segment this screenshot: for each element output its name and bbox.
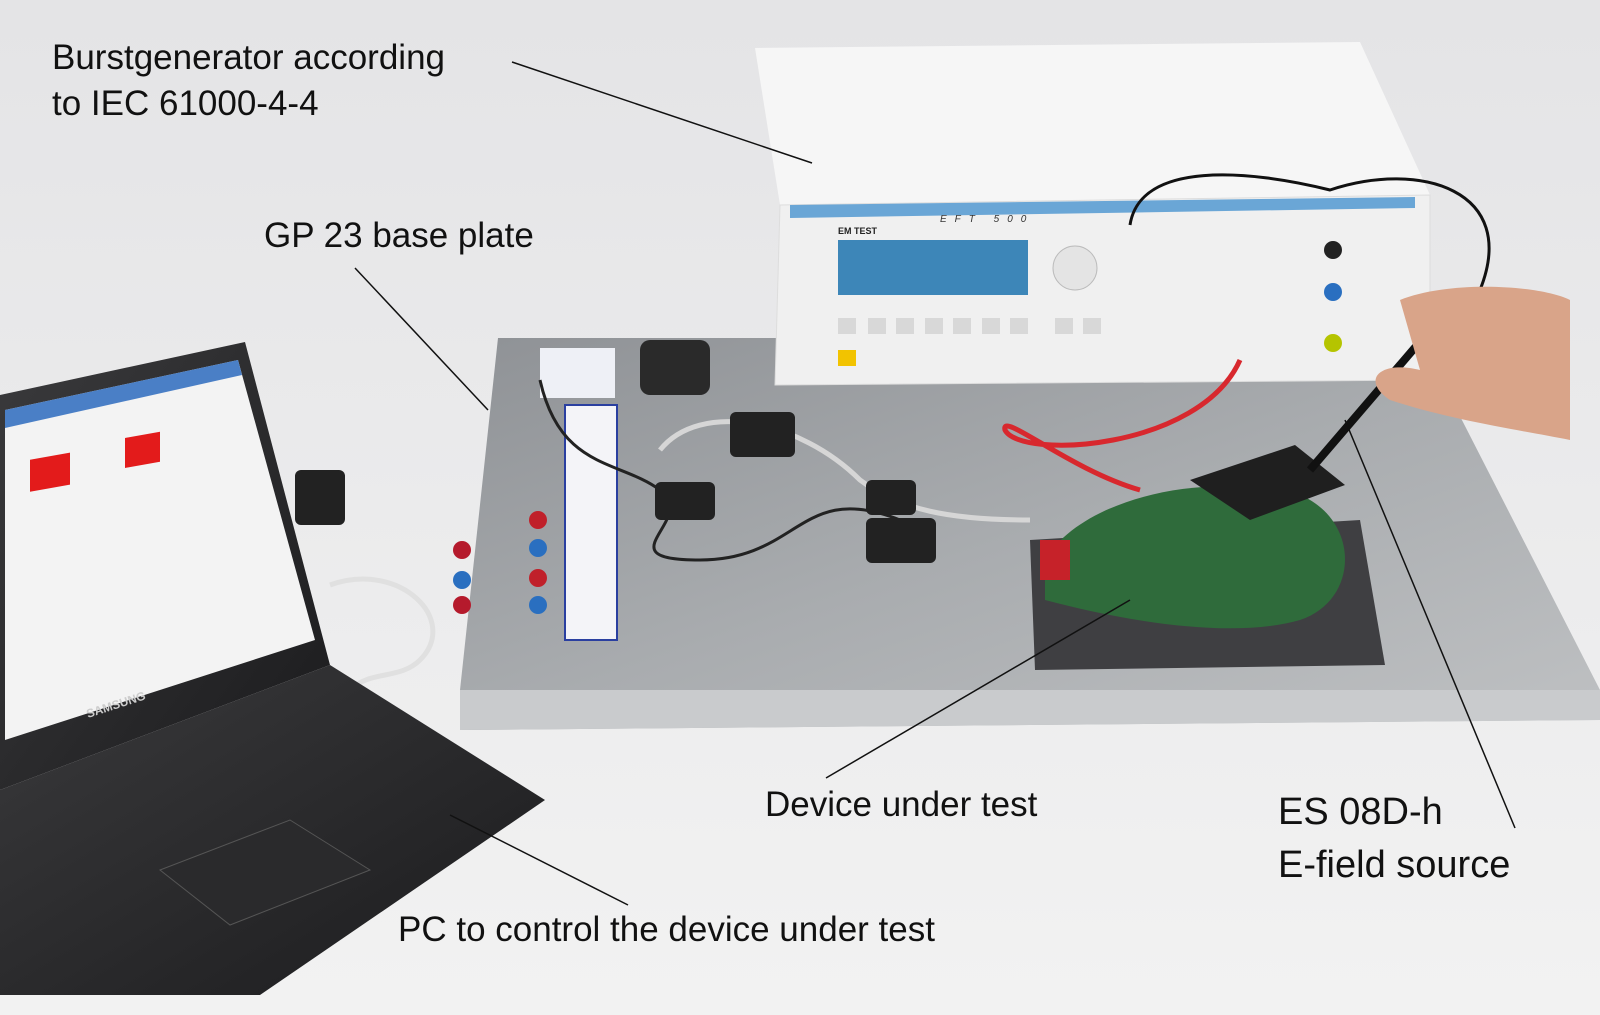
label-base-plate: GP 23 base plate xyxy=(264,216,534,255)
label-line: Burstgenerator according xyxy=(52,38,445,77)
callout-lines xyxy=(354,61,1516,906)
label-burstgenerator: Burstgenerator according to IEC 61000-4-… xyxy=(52,35,445,127)
laptop: SAMSUNG xyxy=(0,342,545,995)
label-line: to IEC 61000-4-4 xyxy=(52,84,319,123)
label-line: ES 08D-h xyxy=(1278,791,1443,833)
e-field-source xyxy=(1306,286,1570,473)
callout-line-dut xyxy=(825,599,1131,779)
label-device-under-test: Device under test xyxy=(765,785,1038,824)
label-line: E-field source xyxy=(1278,844,1511,886)
device-under-test xyxy=(1030,445,1385,670)
burst-generator: EM TEST EFT 500 xyxy=(755,42,1431,386)
label-e-field-source: ES 08D-h E-field source xyxy=(1278,786,1510,892)
label-pc: PC to control the device under test xyxy=(398,910,935,949)
generator-model: EFT 500 xyxy=(940,214,1034,225)
cables xyxy=(329,173,1491,692)
connectors xyxy=(453,511,547,614)
generator-brand: EM TEST xyxy=(838,226,878,236)
callout-line-pc xyxy=(449,814,629,906)
ferrite-clamps xyxy=(295,412,936,563)
callout-line-burstgenerator xyxy=(511,61,813,164)
callout-line-base-plate xyxy=(354,267,489,411)
callout-line-e-field xyxy=(1344,419,1516,829)
